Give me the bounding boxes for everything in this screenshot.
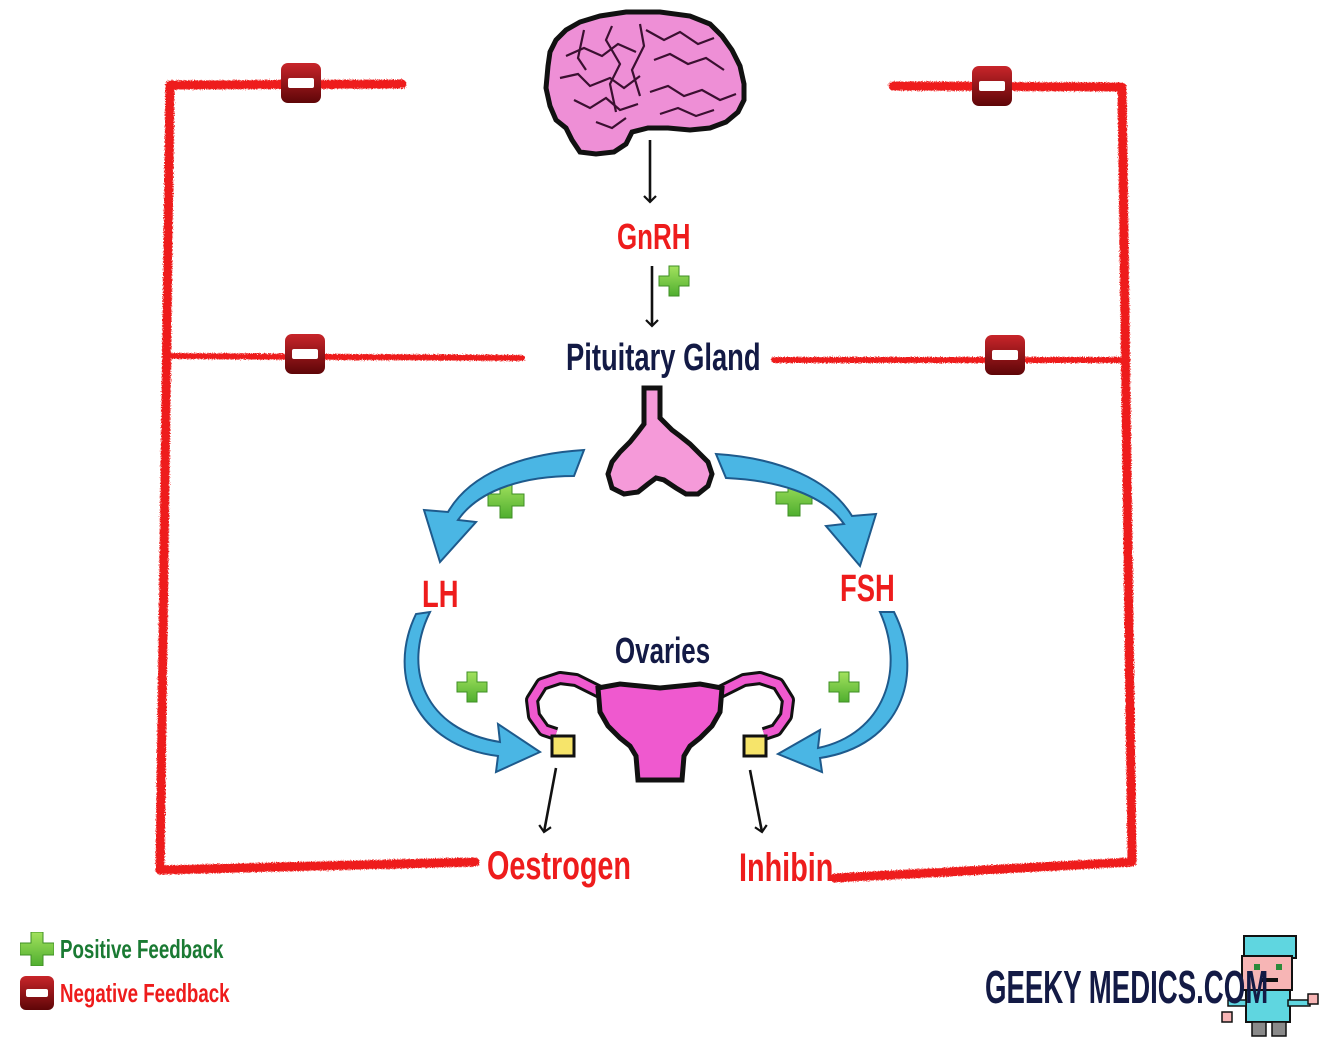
inhibin-label: Inhibin (739, 846, 834, 890)
legend-negative: Negative Feedback (20, 976, 296, 1010)
pituitary-to-fsh-arrow (714, 452, 878, 569)
oestrogen-label: Oestrogen (487, 844, 632, 888)
plus-icon (828, 671, 860, 703)
minus-icon (20, 976, 54, 1010)
minus-icon (972, 66, 1012, 106)
legend-positive: Positive Feedback (20, 932, 287, 966)
plus-icon (20, 932, 54, 966)
minus-icon (281, 63, 321, 103)
legend-positive-label: Positive Feedback (60, 933, 224, 964)
blue-arrows (403, 448, 909, 774)
legend-negative-label: Negative Feedback (60, 977, 230, 1008)
gnrh-label: GnRH (617, 216, 691, 257)
pituitary-gland-icon (605, 385, 715, 497)
feedback-line-inhibin-outer (830, 81, 1137, 883)
feedback-line-oestrogen-inner (169, 353, 525, 361)
lh-to-ovary-arrow (403, 610, 543, 774)
right-ovary (742, 734, 768, 758)
feedback-line-oestrogen-outer (155, 79, 480, 875)
minus-icon (985, 335, 1025, 375)
ovary-to-inhibin-arrow (748, 769, 768, 834)
pituitary-to-lh-arrow (422, 448, 586, 564)
brain-icon (543, 9, 747, 157)
ovaries-label: Ovaries (615, 630, 711, 671)
fsh-to-ovary-arrow (775, 611, 909, 774)
ovary-to-oestrogen-arrow (538, 767, 558, 834)
plus-icon (456, 671, 488, 703)
plus-icon (658, 265, 690, 297)
lh-label: LH (422, 574, 459, 616)
mascot-icon (1221, 935, 1319, 1037)
brand-logo-text: GEEKY MEDICS.COM (985, 961, 1269, 1013)
pituitary-gland-label: Pituitary Gland (566, 337, 761, 379)
left-ovary (550, 734, 576, 758)
fsh-label: FSH (840, 568, 895, 610)
minus-icon (285, 334, 325, 374)
ovaries-uterus-icon (525, 671, 795, 783)
